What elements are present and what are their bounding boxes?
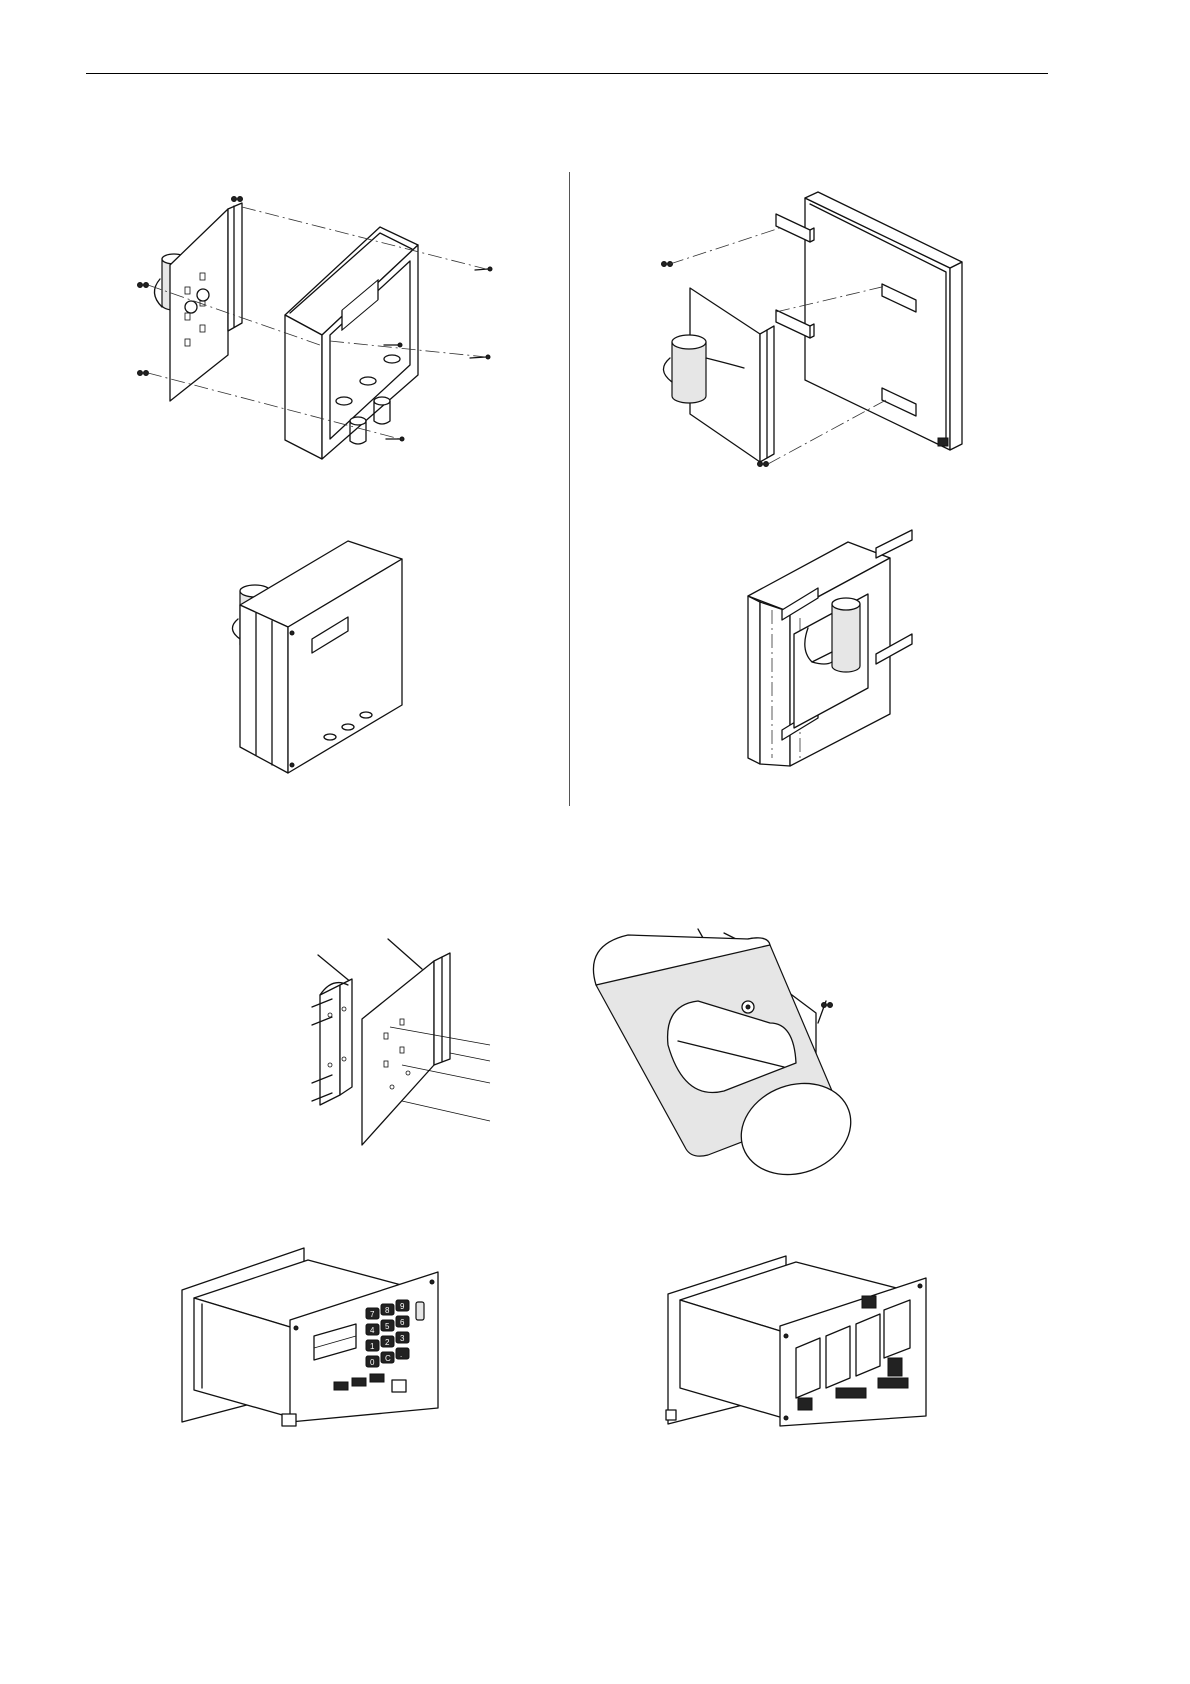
figure-exploded-pipe-mount-rear xyxy=(650,192,1010,484)
header-rule xyxy=(86,73,1048,74)
figure-rack-housing-rear xyxy=(666,1238,936,1428)
keypad-key-label: 1 xyxy=(370,1342,375,1351)
keypad-key-label: 4 xyxy=(370,1326,375,1335)
figure-assembled-pipe-mount-front xyxy=(230,535,430,775)
serial-connector-icon xyxy=(416,1302,424,1320)
keypad-key-label: 3 xyxy=(400,1334,405,1343)
keypad-key-label: 5 xyxy=(385,1322,390,1331)
function-button[interactable] xyxy=(334,1382,348,1390)
column-divider xyxy=(569,172,570,806)
figure-rack-housing-front: 7 8 9 4 5 6 1 2 3 0 C . xyxy=(180,1240,450,1430)
keypad-key-label: 2 xyxy=(385,1338,390,1347)
keypad-key-label: 7 xyxy=(370,1310,375,1319)
keypad-key[interactable] xyxy=(396,1348,409,1359)
figure-pipe-clamp xyxy=(588,905,858,1175)
function-button[interactable] xyxy=(352,1378,366,1386)
keypad-key-label: 9 xyxy=(400,1302,405,1311)
figure-bracket-detail xyxy=(290,915,500,1155)
figure-exploded-pipe-mount-front xyxy=(130,195,550,485)
figure-assembled-pipe-mount-rear xyxy=(748,538,978,768)
keypad-key-label: 8 xyxy=(385,1306,390,1315)
keypad-key-label: C xyxy=(385,1354,391,1363)
function-button[interactable] xyxy=(370,1374,384,1382)
keypad-key-label: 0 xyxy=(370,1358,375,1367)
keypad-key-label: 6 xyxy=(400,1318,405,1327)
keypad-key-label: . xyxy=(400,1350,402,1359)
